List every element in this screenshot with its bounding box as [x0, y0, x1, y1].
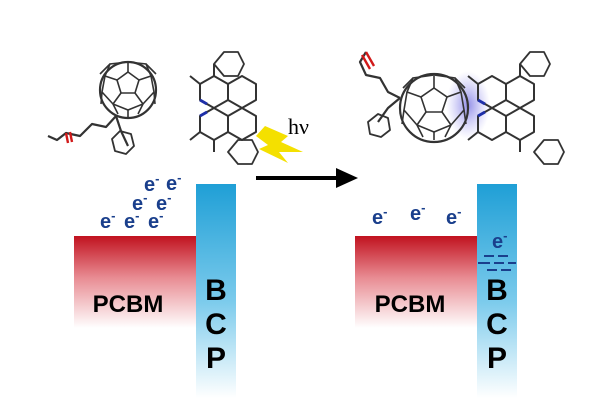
bcp-level-after	[477, 184, 517, 398]
electron: e-	[100, 208, 115, 233]
reaction-arrow-head-icon	[336, 168, 358, 188]
electron: e-	[124, 208, 139, 233]
nitrogen-atoms	[199, 98, 208, 118]
electron: e-	[156, 190, 171, 215]
bcp-letter-p-before: P	[206, 342, 226, 375]
electron: e-	[372, 204, 387, 229]
carbonyl-oxygen	[64, 131, 74, 144]
pcbm-label-after: PCBM	[375, 291, 446, 318]
bcp-letter-c-after: C	[486, 308, 508, 341]
before-panel: PCBM B C P e- e- e- e- e- e- e-	[47, 51, 259, 398]
bcp-level-before	[196, 184, 236, 398]
gap-states	[478, 255, 516, 271]
electron: e-	[144, 171, 159, 196]
electrons-after: e- e- e- e-	[372, 200, 507, 253]
bcp-letter-b-before: B	[205, 274, 227, 307]
electron: e-	[446, 204, 461, 229]
pcbm-label-before: PCBM	[93, 291, 164, 318]
lightning-bolt-icon	[256, 126, 303, 163]
bcp-letter-b-after: B	[486, 274, 508, 307]
electron: e-	[410, 200, 425, 225]
bcp-molecule-before	[189, 51, 259, 165]
electron: e-	[166, 170, 181, 195]
pcbm-level-before	[74, 236, 196, 328]
fullerene-after	[398, 72, 470, 144]
bcp-letter-c-before: C	[205, 308, 227, 341]
butyrate-chain-before	[47, 115, 135, 155]
carbonyl-oxygen	[360, 51, 376, 70]
fullerene-before	[98, 60, 158, 120]
nitrogen-atoms	[477, 98, 486, 118]
electron: e-	[148, 208, 163, 233]
electron: e-	[132, 190, 147, 215]
bcp-letter-p-after: P	[487, 342, 507, 375]
butyrate-chain-after	[358, 51, 401, 138]
electrons-before: e- e- e- e- e- e- e-	[100, 170, 181, 233]
electron: e-	[492, 228, 507, 253]
light-label: hν	[288, 114, 309, 139]
after-panel: PCBM B C P e- e- e- e-	[355, 51, 565, 398]
pcbm-level-after	[355, 236, 477, 328]
light-activation: hν	[256, 114, 358, 188]
